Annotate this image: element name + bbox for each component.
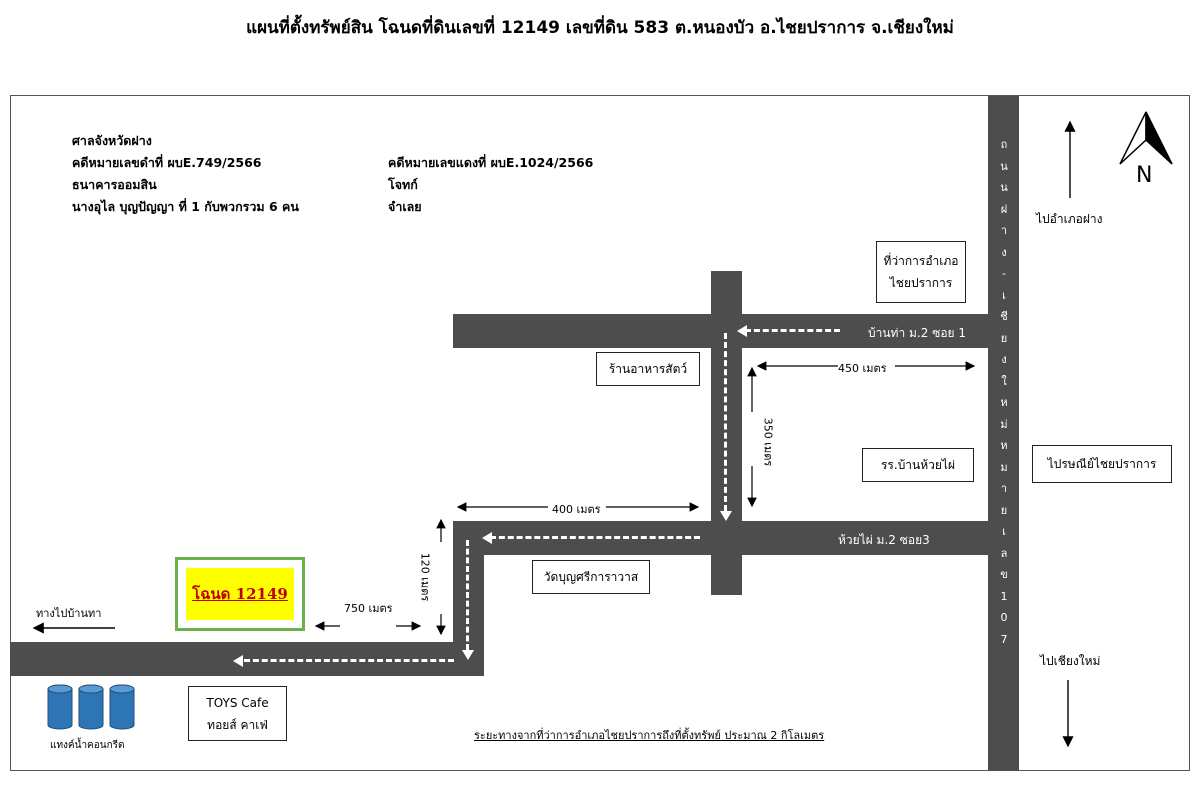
case-info-left: ศาลจังหวัดฝาง คดีหมายเลขดำที่ ผบE.749/25… — [72, 130, 299, 218]
deed-label: โฉนด 12149 — [192, 585, 288, 603]
highway-name-char: ม — [1000, 460, 1008, 474]
pet-food-shop-label: ร้านอาหารสัตว์ — [608, 362, 688, 376]
highway-name-char: า — [1000, 224, 1008, 237]
highway-name-char: ห — [1000, 396, 1008, 409]
district-office-line1: ที่ว่าการอำเภอ — [883, 254, 959, 268]
route-dash-vertical-north — [724, 333, 727, 511]
highway-name-char: น — [1000, 181, 1008, 194]
defendant-name: นางอุไล บุญปัญญา ที่ 1 กับพวกรวม 6 คน — [72, 199, 299, 214]
route-dash-soi3 — [490, 536, 700, 539]
highway-name-char: ข — [1000, 568, 1008, 581]
highway-name-char: ง — [1001, 353, 1007, 366]
temple-label: วัดบุญศรีการาวาส — [543, 570, 639, 584]
case-info-right: คดีหมายเลขแดงที่ ผบE.1024/2566 โจทก์ จำเ… — [388, 152, 593, 218]
highway-name-char: ย — [1000, 331, 1008, 345]
label-soi1: บ้านท่า ม.2 ซอย 1 — [868, 326, 967, 340]
route-dash-soi1 — [745, 329, 840, 332]
district-office-box: ที่ว่าการอำเภอ ไชยปราการ — [876, 241, 966, 303]
map-frame — [10, 95, 1190, 771]
label-soi3: ห้วยไผ่ ม.2 ซอย3 — [838, 533, 930, 547]
highway-name-char: ชี — [1000, 310, 1008, 323]
court-name: ศาลจังหวัดฝาง — [72, 133, 152, 148]
highway-name-char: ถ — [1000, 138, 1008, 151]
water-tank-icon — [47, 684, 137, 730]
post-office-box: ไปรษณีย์ไชยปราการ — [1032, 445, 1172, 483]
distance-750: 750 เมตร — [344, 602, 393, 615]
school-box: รร.บ้านห้วยไผ่ — [862, 448, 974, 482]
pet-food-shop-box: ร้านอาหารสัตว์ — [596, 352, 700, 386]
north-arrow-icon — [1119, 111, 1173, 165]
route-dash-main — [244, 659, 454, 662]
highway-107 — [988, 96, 1019, 771]
highway-name-char: เ — [1002, 288, 1006, 302]
water-tank-label: แทงค์น้ำคอนกรีต — [50, 740, 125, 751]
cafe-box: TOYS Cafe ทอยส์ คาเฟ่ — [188, 686, 287, 741]
highway-name-char: - — [1002, 267, 1006, 280]
defendant-role: จำเลย — [388, 199, 422, 214]
distance-400: 400 เมตร — [552, 503, 601, 516]
highway-name-char: า — [1000, 482, 1008, 495]
highway-name-char: ม่ — [1000, 417, 1008, 431]
highway-name-char: ฝ — [1000, 202, 1008, 216]
label-to-chiangmai: ไปเชียงใหม่ — [1040, 654, 1101, 668]
route-arrow-main — [233, 655, 243, 667]
cafe-name-en: TOYS Cafe — [206, 695, 269, 710]
highway-name-char: เ — [1002, 525, 1006, 538]
highway-name-char: น — [1000, 159, 1008, 173]
route-arrow-soi3 — [482, 532, 492, 544]
school-label: รร.บ้านห้วยไผ่ — [880, 458, 955, 472]
post-office-label: ไปรษณีย์ไชยปราการ — [1047, 457, 1157, 471]
route-arrow-soi1 — [737, 325, 747, 337]
distance-450: 450 เมตร — [838, 362, 887, 375]
cafe-name-th: ทอยส์ คาเฟ่ — [207, 717, 268, 732]
route-dash-vertical-west — [466, 540, 469, 650]
route-arrow-down-west — [462, 650, 474, 660]
red-case-number: คดีหมายเลขแดงที่ ผบE.1024/2566 — [388, 155, 594, 170]
highway-name-char: ห — [1000, 439, 1008, 452]
label-to-banta: ทางไปบ้านทา — [36, 607, 102, 620]
highway-name-char: ใ — [1001, 374, 1007, 388]
label-to-fang: ไปอำเภอฝาง — [1036, 212, 1103, 226]
highway-name-char: 1 — [1000, 589, 1008, 603]
highway-name-char: ย — [1000, 503, 1008, 517]
deed-marker: โฉนด 12149 — [175, 557, 305, 631]
route-arrow-down-north — [720, 511, 732, 521]
black-case-number: คดีหมายเลขดำที่ ผบE.749/2566 — [72, 155, 262, 170]
footnote: ระยะทางจากที่ว่าการอำเภอไชยปราการถึงที่ต… — [474, 729, 825, 742]
highway-name-char: ล — [1000, 546, 1008, 560]
map-title: แผนที่ตั้งทรัพย์สิน โฉนดที่ดินเลขที่ 121… — [246, 18, 954, 38]
highway-name-char: 7 — [1000, 632, 1008, 646]
plaintiff-role: โจทก์ — [388, 177, 418, 192]
highway-name-char: ง — [1001, 245, 1007, 259]
temple-box: วัดบุญศรีการาวาส — [532, 560, 650, 594]
north-label: N — [1136, 163, 1153, 188]
district-office-line2: ไชยปราการ — [889, 276, 953, 290]
plaintiff-name: ธนาคารออมสิน — [72, 177, 157, 192]
highway-name-char: 0 — [1000, 611, 1008, 624]
